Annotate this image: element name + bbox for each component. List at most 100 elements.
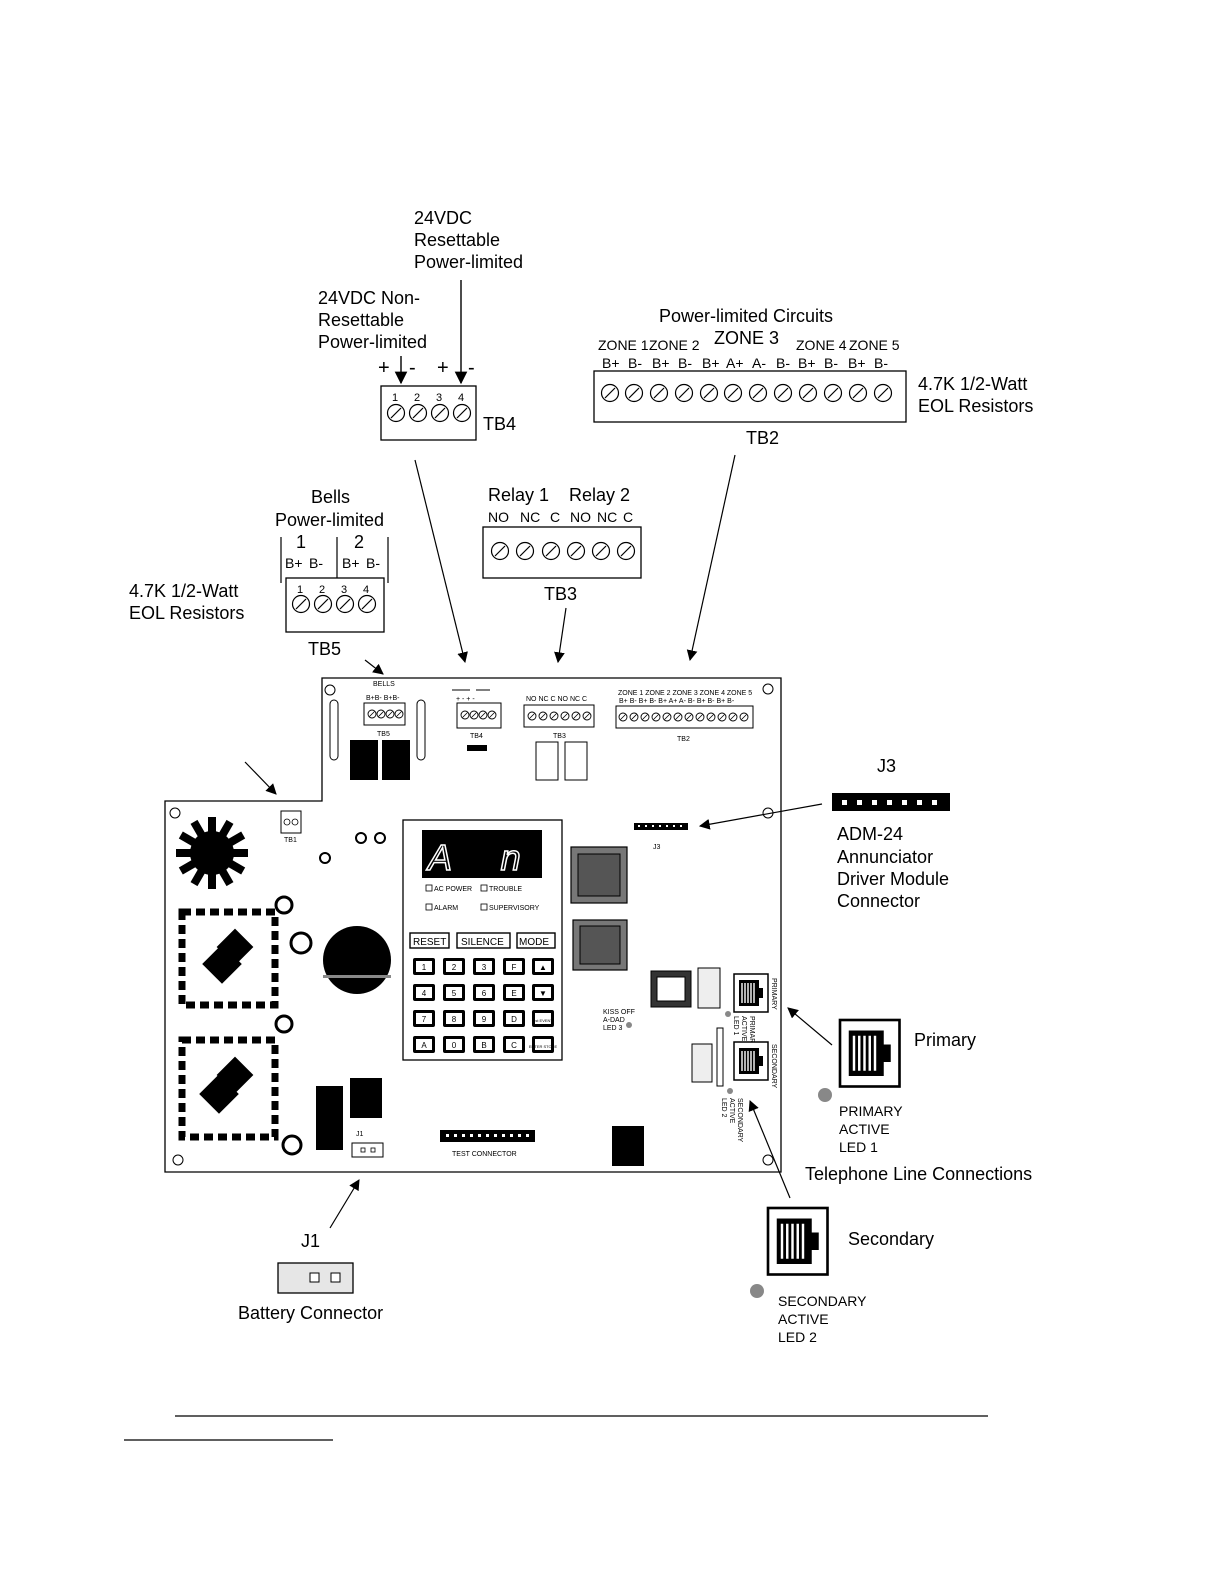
led-trouble: TROUBLE [489, 886, 522, 893]
tb2-term-11: B+ [848, 355, 866, 371]
tb4-nonresettable-line3: Power-limited [318, 332, 427, 352]
key-10-label: ▼ [539, 989, 547, 998]
tb2-callout: Power-limited Circuits ZONE 1 ZONE 2 ZON… [593, 306, 1033, 662]
key-14[interactable]: D [503, 1010, 525, 1027]
j3-desc-line4: Connector [837, 891, 920, 911]
key-18-label: B [481, 1041, 486, 1050]
key-15[interactable]: 1st EVENT [532, 1010, 554, 1027]
key-14-label: D [511, 1015, 517, 1024]
key-13[interactable]: 9 [473, 1010, 495, 1027]
key-13-label: 9 [482, 1015, 487, 1024]
tb4-pin-2: 2 [414, 392, 420, 404]
key-7[interactable]: 5 [443, 984, 465, 1001]
tb3-block [482, 526, 642, 579]
key-12-label: 8 [452, 1015, 457, 1024]
key-silence[interactable]: SILENCE [456, 932, 511, 949]
buzzer-icon [323, 926, 391, 994]
svg-text:B+B- B+B-: B+B- B+B- [366, 695, 400, 702]
key-16-label: A [421, 1041, 427, 1050]
key-20[interactable]: ENTER STORE [529, 1036, 558, 1053]
key-9[interactable]: E [503, 984, 525, 1001]
key-2-label: 2 [452, 963, 457, 972]
key-8[interactable]: 6 [473, 984, 495, 1001]
kissoff-led-line2: A-DAD [603, 1017, 625, 1024]
key-5-label: ▲ [539, 963, 547, 972]
key-2[interactable]: 2 [443, 958, 465, 975]
key-11[interactable]: 7 [413, 1010, 435, 1027]
j1-name: J1 [301, 1231, 320, 1251]
board-primary-jack-label: PRIMARY [770, 978, 777, 1010]
tb4-resettable-line1: 24VDC [414, 208, 472, 228]
key-reset[interactable]: RESET [409, 932, 450, 949]
tb4-nonresettable-line2: Resettable [318, 310, 404, 330]
board-j1-label: J1 [356, 1131, 364, 1138]
tb2-term-1: B+ [602, 355, 620, 371]
tb3-name: TB3 [544, 584, 577, 604]
tb5-pin-2: 2 [319, 584, 325, 596]
board-secondary-led-line1: SECONDARY [736, 1098, 743, 1143]
board-tb5-label: TB5 [377, 731, 390, 738]
key-1-label: 1 [422, 963, 427, 972]
tb5-name: TB5 [308, 639, 341, 659]
tb4-pointer [414, 459, 468, 664]
tb3-term-4: NO [570, 509, 591, 525]
key-12[interactable]: 8 [443, 1010, 465, 1027]
key-4-label: F [512, 963, 517, 972]
key-1[interactable]: 1 [413, 958, 435, 975]
kissoff-led-line3: LED 3 [603, 1025, 623, 1032]
svg-text:+ - + -: + - + - [456, 696, 475, 703]
tb2-resistors-line1: 4.7K 1/2-Watt [918, 374, 1027, 394]
tb4-pin-4: 4 [458, 392, 464, 404]
key-16[interactable]: A [413, 1036, 435, 1053]
key-10[interactable]: ▼ [532, 984, 554, 1001]
tb3-relay2: Relay 2 [569, 485, 630, 505]
key-17[interactable]: 0 [443, 1036, 465, 1053]
primary-led-line3: LED 1 [839, 1139, 878, 1155]
tb3-callout: Relay 1 Relay 2 NO NC C NO NC C TB3 [482, 485, 642, 664]
board-secondary-led-line3: LED 2 [720, 1098, 727, 1118]
board-secondary-jack: SECONDARY SECONDARY ACTIVE LED 2 [720, 1041, 777, 1143]
tb2-zone3: ZONE 3 [714, 328, 779, 348]
board-tb2-zones: ZONE 1 ZONE 2 ZONE 3 ZONE 4 ZONE 5 [618, 690, 752, 697]
primary-pointer [787, 1007, 833, 1046]
board-tb2: ZONE 1 ZONE 2 ZONE 3 ZONE 4 ZONE 5 B+ B-… [615, 690, 754, 743]
secondary-led-line2: ACTIVE [778, 1311, 829, 1327]
board-tb1: TB1 [280, 810, 302, 844]
tb4-polarity-4: - [468, 357, 475, 379]
regulator-block-top [178, 908, 279, 1009]
j3-name: J3 [877, 756, 896, 776]
tb5-resistors-line2: EOL Resistors [129, 603, 244, 623]
key-3[interactable]: 3 [473, 958, 495, 975]
tb5-channel-1: 1 [296, 532, 306, 552]
key-19[interactable]: C [503, 1036, 525, 1053]
tb3-relay1: Relay 1 [488, 485, 549, 505]
key-4[interactable]: F [503, 958, 525, 975]
led-ac-power: AC POWER [434, 886, 472, 893]
j1-pointer [329, 1179, 360, 1229]
secondary-led-line3: LED 2 [778, 1329, 817, 1345]
primary-callout: Primary PRIMARY ACTIVE LED 1 [787, 1007, 976, 1155]
key-6[interactable]: 4 [413, 984, 435, 1001]
board-primary-led-line1: PRIMARY [748, 1016, 755, 1048]
ic-chip-top [570, 846, 628, 904]
led-display [422, 830, 542, 878]
tb5-term-4: B- [366, 555, 380, 571]
tb2-pointer [686, 454, 736, 662]
tb2-term-10: B- [824, 355, 838, 371]
svg-text:B+ B- B+ B- B+ A+ A- B- B+ B-: B+ B- B+ B- B+ A+ A- B- B+ B- B+ B- [619, 698, 735, 705]
primary-led-line2: ACTIVE [839, 1121, 890, 1137]
tb4-polarity-2: - [409, 357, 416, 379]
display-text: A n [426, 837, 521, 878]
primary-led-line1: PRIMARY [839, 1103, 903, 1119]
tb2-term-6: A+ [726, 355, 744, 371]
key-18[interactable]: B [473, 1036, 495, 1053]
key-3-label: 3 [482, 963, 487, 972]
tb2-resistors-line2: EOL Resistors [918, 396, 1033, 416]
key-5[interactable]: ▲ [532, 958, 554, 975]
tb2-header: Power-limited Circuits [659, 306, 833, 326]
tb4-resettable-line2: Resettable [414, 230, 500, 250]
key-mode[interactable]: MODE [516, 932, 556, 949]
board-corner-pointer [244, 761, 277, 795]
led-supervisory: SUPERVISORY [489, 905, 540, 912]
